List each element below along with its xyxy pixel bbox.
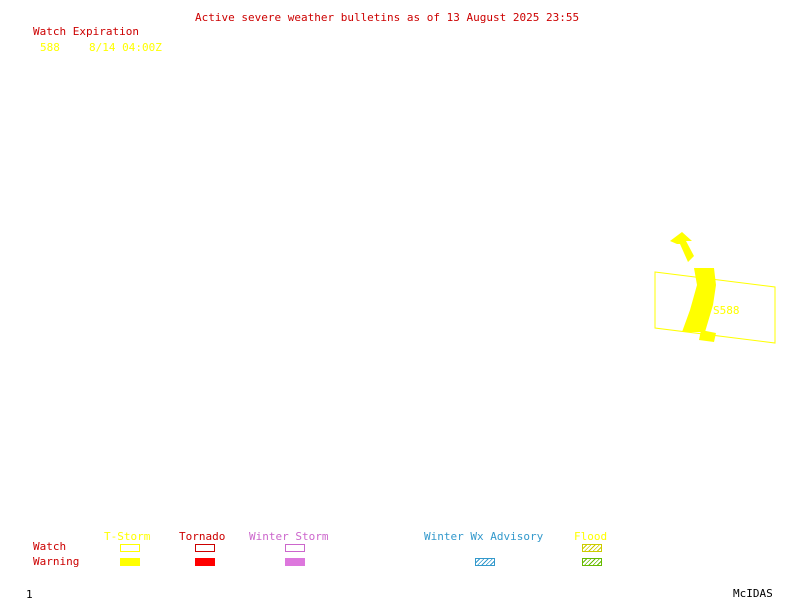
legend-watch-label: Watch: [33, 540, 67, 553]
brand-label: McIDAS: [733, 587, 773, 600]
watch-expiration-heading: Watch Expiration: [33, 25, 139, 38]
legend-flood-watch-swatch: [582, 544, 602, 552]
watch-expiration-time: 8/14 04:00Z: [89, 41, 162, 54]
legend-tornado-label: Tornado: [179, 530, 226, 543]
watch-label: S588: [713, 304, 740, 317]
legend-tornado-warning-swatch: [195, 558, 215, 566]
warning-area-small: [699, 330, 716, 342]
legend-tornado-watch-swatch: [195, 544, 215, 552]
legend-flood-warning-swatch: [582, 558, 602, 566]
legend-winter-advisory-warning-swatch: [475, 558, 495, 566]
legend-warning-label: Warning: [33, 555, 80, 568]
legend-winter-storm-label: Winter Storm: [249, 530, 329, 543]
legend-winter-storm-warning-swatch: [285, 558, 305, 566]
watch-expiration-id: 588: [40, 41, 60, 54]
bulletin-title: Active severe weather bulletins as of 13…: [195, 11, 580, 24]
watch-area-outline: [654, 271, 776, 344]
warning-area-arrow: [670, 232, 694, 262]
legend-winter-storm-watch-swatch: [285, 544, 305, 552]
legend-tstorm-watch-swatch: [120, 544, 140, 552]
legend-tstorm-warning-swatch: [120, 558, 140, 566]
legend-tstorm-label: T-Storm: [104, 530, 151, 543]
legend-flood-label: Flood: [574, 530, 608, 543]
warning-area-main: [682, 268, 716, 332]
legend-winter-advisory-label: Winter Wx Advisory: [424, 530, 544, 543]
page-number: 1: [26, 588, 33, 601]
